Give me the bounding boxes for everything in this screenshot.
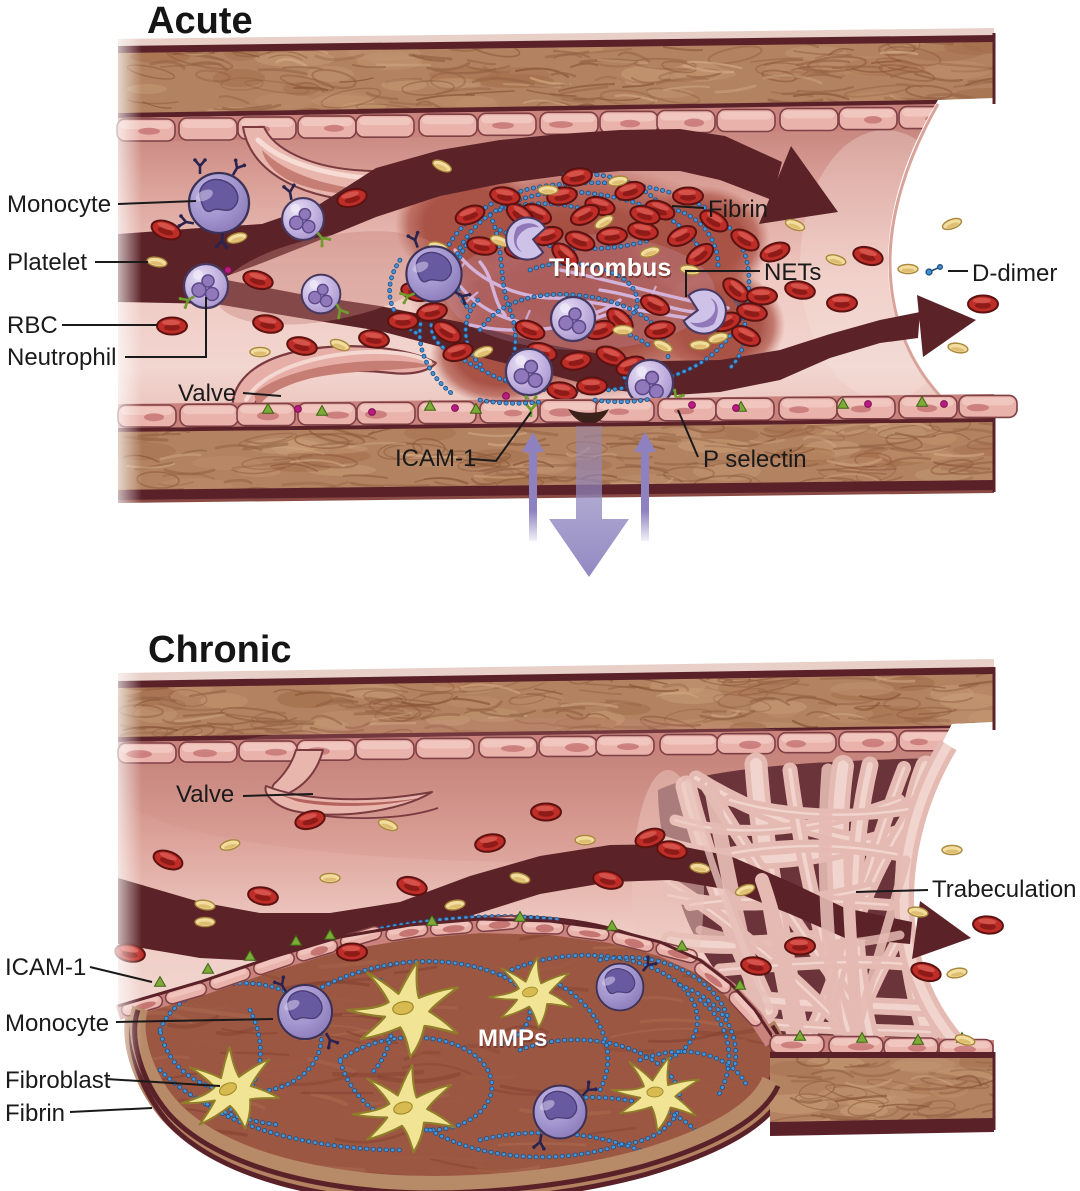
svg-text:Trabeculation: Trabeculation bbox=[932, 876, 1077, 903]
svg-text:Fibrin: Fibrin bbox=[5, 1100, 65, 1127]
svg-text:Acute: Acute bbox=[147, 0, 253, 42]
svg-text:P selectin: P selectin bbox=[703, 446, 807, 473]
svg-text:RBC: RBC bbox=[7, 312, 58, 339]
svg-text:Neutrophil: Neutrophil bbox=[7, 344, 116, 371]
svg-text:Valve: Valve bbox=[176, 781, 234, 808]
svg-text:ICAM-1: ICAM-1 bbox=[5, 954, 86, 981]
svg-text:D-dimer: D-dimer bbox=[972, 260, 1057, 287]
svg-text:Fibrin: Fibrin bbox=[708, 196, 768, 223]
svg-text:Valve: Valve bbox=[178, 380, 236, 407]
svg-text:Thrombus: Thrombus bbox=[549, 254, 671, 282]
svg-text:ICAM-1: ICAM-1 bbox=[395, 445, 476, 472]
svg-text:Fibroblast: Fibroblast bbox=[5, 1067, 111, 1094]
svg-text:Monocyte: Monocyte bbox=[5, 1010, 109, 1037]
svg-text:MMPs: MMPs bbox=[478, 1025, 547, 1052]
svg-text:NETs: NETs bbox=[764, 259, 821, 286]
svg-text:MMPs: MMPs bbox=[479, 1027, 548, 1054]
svg-text:Monocyte: Monocyte bbox=[7, 191, 111, 218]
svg-text:Platelet: Platelet bbox=[7, 249, 87, 276]
svg-text:Thrombus: Thrombus bbox=[550, 256, 672, 284]
svg-text:Chronic: Chronic bbox=[148, 629, 292, 671]
